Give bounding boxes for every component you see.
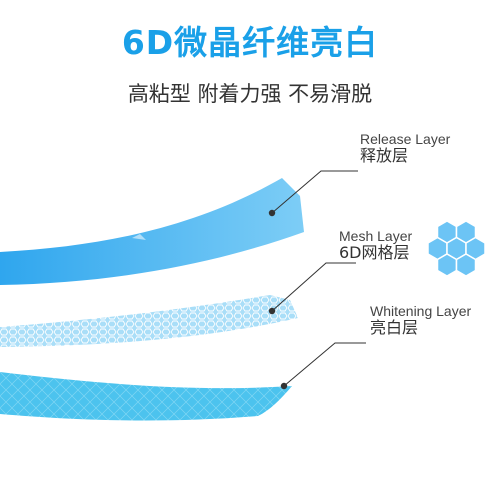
release-layer-notch xyxy=(132,234,146,240)
whitening-layer-label: Whitening Layer 亮白层 xyxy=(370,303,471,337)
mesh-layer-label: Mesh Layer 6D网格层 xyxy=(339,228,412,262)
page-title: 6D微晶纤维亮白 xyxy=(121,23,379,62)
whitening-layer-name-cn: 亮白层 xyxy=(370,318,419,338)
release-leader-line xyxy=(271,170,358,214)
mesh-layer-strip xyxy=(0,295,298,347)
hexagon-cluster-icon xyxy=(427,220,486,277)
release-layer-strip xyxy=(0,178,304,285)
release-layer-label: Release Layer 释放层 xyxy=(360,131,450,165)
whitening-layer-name-en: Whitening Layer xyxy=(370,303,472,319)
release-leader-dot xyxy=(268,209,276,217)
mesh-layer-name-en: Mesh Layer xyxy=(339,228,413,244)
mesh-layer-name-cn: 6D网格层 xyxy=(339,243,410,263)
release-layer-name-cn: 释放层 xyxy=(360,146,409,166)
mesh-leader-dot xyxy=(268,307,276,315)
page-subtitle: 高粘型 附着力强 不易滑脱 xyxy=(127,82,373,106)
whitening-leader-line xyxy=(283,342,366,387)
mesh-leader-line xyxy=(271,262,356,312)
release-layer-name-en: Release Layer xyxy=(360,131,451,147)
whitening-layer-strip xyxy=(0,372,292,421)
whitening-leader-dot xyxy=(280,382,288,390)
